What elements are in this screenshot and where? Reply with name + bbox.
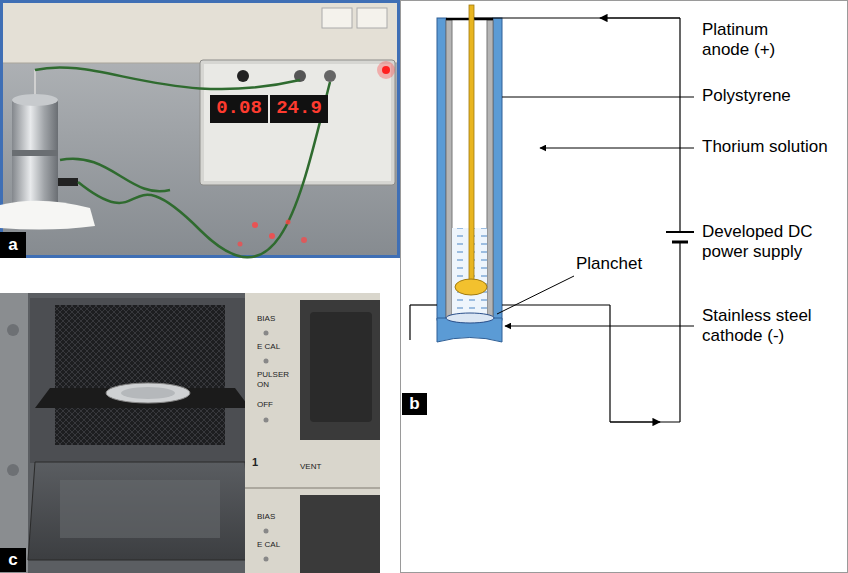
cell-schematic-part bbox=[401, 1, 848, 573]
setup-photo-part bbox=[12, 100, 58, 210]
spectrometer-photo-part bbox=[7, 324, 19, 336]
setup-photo-part bbox=[377, 61, 395, 79]
spectrometer-photo-part bbox=[245, 293, 380, 573]
panel-marking: E CAL bbox=[257, 342, 297, 352]
panel-marking: ON bbox=[257, 380, 297, 390]
setup-photo-part bbox=[269, 233, 275, 239]
setup-photo-part bbox=[35, 67, 300, 89]
spectrometer-photo-part bbox=[264, 331, 269, 336]
cell-schematic-part bbox=[446, 313, 494, 323]
cell-schematic-part bbox=[409, 305, 410, 340]
panel-marking: PULSER bbox=[257, 370, 297, 380]
part-label: Stainless steel cathode (-) bbox=[702, 306, 847, 347]
spectrometer-photo-part bbox=[300, 495, 380, 573]
cell-schematic-part bbox=[502, 97, 694, 98]
cell-schematic-part bbox=[487, 20, 493, 320]
spectrometer-photo-part bbox=[264, 529, 269, 534]
cell-schematic-part bbox=[610, 421, 660, 422]
panel-marking: E CAL bbox=[257, 540, 297, 550]
panel-marking: BIAS bbox=[257, 314, 297, 324]
spectrometer-photo bbox=[0, 293, 380, 573]
cell-schematic-part bbox=[437, 18, 446, 320]
spectrometer-photo-part bbox=[264, 418, 269, 423]
setup-photo-part bbox=[200, 60, 395, 185]
spectrometer-photo-part bbox=[0, 293, 380, 573]
cell-schematic-part bbox=[455, 279, 487, 295]
cell-schematic-part bbox=[493, 18, 502, 320]
setup-photo-part bbox=[322, 8, 352, 28]
cell-schematic-part bbox=[540, 148, 694, 149]
setup-photo-part bbox=[357, 8, 387, 28]
spectrometer-photo-part bbox=[0, 293, 28, 573]
cell-schematic-part bbox=[666, 231, 694, 233]
cell-schematic-part bbox=[446, 20, 452, 320]
setup-photo-part bbox=[252, 222, 258, 228]
cell-schematic-part bbox=[497, 276, 574, 314]
cell-schematic-part bbox=[610, 421, 680, 422]
setup-photo-part bbox=[237, 70, 249, 82]
node-text: b bbox=[409, 394, 419, 414]
spectrometer-photo-part bbox=[264, 557, 269, 562]
cell-schematic-part bbox=[505, 326, 694, 327]
spectrometer-photo-part bbox=[106, 383, 190, 403]
part-label: Thorium solution bbox=[702, 137, 847, 157]
setup-photo-part bbox=[286, 220, 291, 225]
spectrometer-photo-part bbox=[300, 300, 380, 440]
setup-photo-part bbox=[60, 159, 170, 192]
part-label: Platinum anode (+) bbox=[702, 20, 802, 61]
cell-schematic-part bbox=[609, 305, 610, 422]
spectrometer-photo-part bbox=[28, 462, 252, 560]
cell-schematic bbox=[401, 1, 848, 573]
ammeter-display: 0.08 bbox=[210, 95, 268, 123]
spectrometer-photo-part bbox=[55, 305, 225, 445]
setup-photo-part bbox=[12, 150, 58, 156]
part-label: Developed DC power supply bbox=[702, 222, 847, 263]
panel-letter: a bbox=[0, 232, 26, 258]
setup-photo-part bbox=[238, 242, 243, 247]
setup-photo-part bbox=[78, 82, 330, 257]
node-text: c bbox=[8, 550, 17, 570]
setup-photo-part bbox=[12, 94, 58, 106]
setup-photo-part bbox=[382, 66, 390, 74]
setup-photo bbox=[0, 2, 399, 258]
cell-schematic-part bbox=[410, 304, 437, 305]
cell-schematic-part bbox=[679, 18, 680, 232]
setup-photo-part bbox=[3, 3, 397, 63]
setup-photo-part bbox=[0, 201, 95, 230]
cell-schematic-part bbox=[469, 5, 474, 283]
panel-letter: c bbox=[0, 548, 26, 572]
setup-photo-part bbox=[58, 178, 78, 186]
spectrometer-photo-part bbox=[264, 359, 269, 364]
panel-marking: VENT bbox=[300, 462, 340, 472]
spectrometer-photo-part bbox=[35, 388, 250, 408]
panel-letter: b bbox=[402, 393, 427, 415]
channel-number: 1 bbox=[252, 456, 272, 469]
spectrometer-photo-part bbox=[245, 487, 380, 489]
voltmeter-display: 24.9 bbox=[270, 95, 328, 123]
spectrometer-photo-part bbox=[60, 480, 220, 538]
panel-marking: BIAS bbox=[257, 512, 297, 522]
cell-schematic-part bbox=[600, 17, 680, 18]
cell-schematic-part bbox=[474, 17, 680, 18]
node-text: a bbox=[8, 235, 17, 255]
setup-photo-part bbox=[324, 70, 336, 82]
spectrometer-photo-part bbox=[30, 298, 245, 463]
node-text: 24.9 bbox=[276, 98, 322, 120]
spectrometer-photo-part bbox=[121, 387, 175, 399]
node-text: 0.08 bbox=[216, 98, 262, 120]
panel-marking: OFF bbox=[257, 400, 297, 410]
part-label: Planchet bbox=[576, 254, 666, 274]
cell-schematic-part bbox=[502, 304, 610, 305]
part-label: Polystyrene bbox=[702, 86, 847, 106]
spectrometer-photo-part bbox=[7, 464, 19, 476]
setup-photo-part bbox=[301, 237, 307, 243]
cell-schematic-part bbox=[679, 242, 680, 422]
spectrometer-photo-part bbox=[310, 312, 372, 422]
setup-photo-part bbox=[34, 70, 36, 94]
